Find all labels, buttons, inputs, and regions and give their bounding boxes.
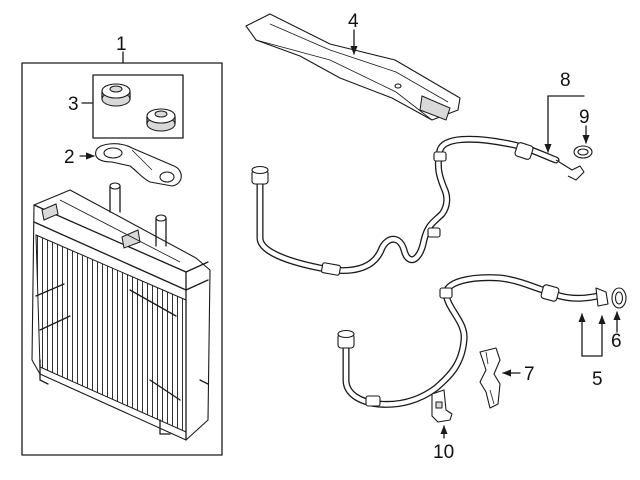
callout-10: 10 (433, 442, 454, 463)
hose-clip (431, 389, 453, 423)
bushing-kit-box (92, 74, 184, 139)
air-duct-shroud (245, 13, 461, 121)
callout-8: 8 (560, 70, 571, 91)
upper-oil-cooler-hose (251, 135, 585, 276)
radiator-group-box (21, 62, 223, 456)
hose-bracket (479, 347, 501, 409)
radiator (31, 182, 211, 441)
callout-4: 4 (348, 11, 359, 32)
callout-5: 5 (592, 369, 603, 390)
radiator-group (21, 51, 223, 456)
callout-2: 2 (64, 147, 75, 168)
callout-1: 1 (116, 34, 127, 55)
radiator-bracket (95, 143, 182, 187)
bushing-lower (146, 108, 176, 132)
leader-lines (79, 29, 621, 439)
bushing-upper (101, 83, 131, 107)
lower-oil-cooler-hose (337, 274, 609, 408)
callout-6: 6 (611, 331, 622, 352)
callout-9: 9 (579, 107, 590, 128)
seal-ring-upper (573, 145, 593, 159)
callout-7: 7 (524, 364, 535, 385)
seal-ring-lower (611, 287, 627, 309)
callout-3: 3 (68, 94, 79, 115)
